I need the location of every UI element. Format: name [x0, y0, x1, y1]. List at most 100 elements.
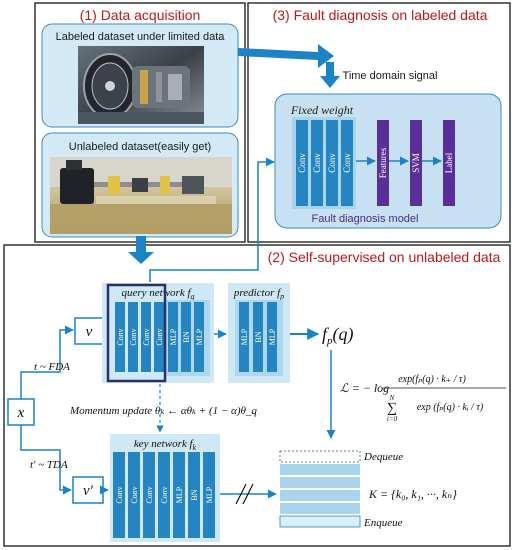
svm-label: SVM	[411, 153, 421, 173]
acquisition-section-title: (1) Data acquisition	[80, 7, 201, 23]
fault-conv-label-3: Conv	[327, 153, 337, 173]
query-conv-label-1: Conv	[116, 328, 125, 345]
key-network-title: key network fk	[134, 438, 197, 452]
predictor-block-1	[239, 302, 249, 372]
encoder-highlight-box	[106, 283, 167, 383]
contrastive-loss-formula: ℒ = − log exp(fₚ(q) · k₊ / τ) N ∑ i=0 ex…	[340, 374, 506, 423]
x-to-v-path	[20, 325, 74, 399]
labeled-dataset-label: Labeled dataset under limited data	[56, 31, 226, 43]
vprime-node-label: v′	[83, 483, 94, 499]
v-node-label: v	[86, 324, 93, 340]
x-to-vprime-path	[20, 425, 72, 495]
selfsup-section-frame	[3, 244, 511, 547]
query-to-fault-model-link	[149, 157, 275, 282]
queue-slot-1	[280, 464, 360, 475]
query-head-block-3	[194, 302, 204, 372]
query-conv-block-2	[128, 302, 138, 372]
test-bench-image	[50, 157, 232, 234]
queue-dequeue-slot	[279, 450, 361, 463]
prediction-output: fp(q)	[322, 324, 354, 347]
query-conv-block-3	[141, 302, 151, 372]
time-domain-signal-label: Time domain signal	[343, 70, 438, 82]
fault-conv-block-3	[326, 120, 338, 206]
predictor-stack: MLP BN MLP	[239, 302, 277, 372]
query-conv-label-4: Conv	[155, 328, 164, 345]
fault-section-frame	[247, 2, 511, 243]
key-block-3	[143, 452, 155, 538]
queue-formula: K = {k₀, k₁, ···, kₙ}	[368, 487, 457, 501]
key-block-6	[188, 452, 200, 538]
query-head-label-2: BN	[182, 331, 191, 342]
query-head-block-2	[181, 302, 191, 372]
labeled-to-model-arrow	[238, 44, 334, 68]
key-block-5	[173, 452, 185, 538]
augment-top-label: t ~ FDA	[34, 361, 70, 373]
fault-conv-label-4: Conv	[342, 153, 352, 173]
key-label-5: MLP	[175, 486, 184, 503]
predictor-block-3	[267, 302, 277, 372]
unlabeled-to-selfsup-arrow	[128, 236, 154, 264]
query-conv-label-3: Conv	[142, 328, 151, 345]
svm-block	[410, 120, 422, 206]
stop-gradient-mark-2	[242, 483, 254, 505]
loss-denominator: exp (fₚ(q) · kᵢ / τ)	[417, 402, 484, 413]
query-network-title: query network fq	[121, 287, 194, 301]
features-label: Features	[378, 147, 388, 178]
turbofan-engine-image	[78, 46, 204, 124]
fault-conv-stack: Conv Conv Conv Conv	[296, 120, 353, 206]
query-head-label-3: MLP	[195, 328, 204, 345]
label-block	[443, 120, 455, 206]
loss-sum-top: N	[389, 394, 395, 402]
queue-slot-4	[280, 503, 360, 514]
predictor-label-3: MLP	[268, 328, 277, 345]
key-label-1: Conv	[115, 486, 124, 503]
fault-conv-block-2	[311, 120, 323, 206]
dequeue-label: Dequeue	[363, 451, 403, 463]
query-conv-label-2: Conv	[129, 328, 138, 345]
loss-numerator: exp(fₚ(q) · k₊ / τ)	[398, 374, 466, 385]
predictor-label-1: MLP	[240, 328, 249, 345]
key-label-7: MLP	[205, 486, 214, 503]
key-block-7	[203, 452, 215, 538]
unlabeled-dataset-label: Unlabeled dataset(easily get)	[69, 141, 211, 153]
key-block-2	[128, 452, 140, 538]
fault-section-title: (3) Fault diagnosis on labeled data	[273, 7, 488, 23]
vprime-node	[72, 476, 104, 504]
queue-slot-2	[280, 477, 360, 488]
fault-conv-label-2: Conv	[312, 153, 322, 173]
augment-bottom-label: t′ ~ TDA	[30, 459, 68, 471]
down-arrow-into-model	[320, 62, 340, 88]
fault-conv-block-1	[296, 120, 308, 206]
query-conv-stack: Conv Conv Conv Conv	[115, 302, 164, 372]
key-label-3: Conv	[145, 486, 154, 503]
key-queue	[279, 450, 361, 528]
momentum-update-label: Momentum update θₖ ← αθₖ + (1 − α)θ_q	[69, 405, 257, 417]
loss-lhs: ℒ = − log	[340, 381, 389, 395]
fixed-weight-label: Fixed weight	[290, 103, 354, 117]
key-label-4: Conv	[160, 486, 169, 503]
queue-slot-3	[280, 490, 360, 501]
v-node	[74, 317, 104, 345]
predictor-block-2	[253, 302, 263, 372]
queue-enqueue-slot	[279, 515, 361, 528]
loss-sum-bottom: i=0	[387, 415, 398, 423]
key-block-1	[113, 452, 125, 538]
query-conv-block-4	[154, 302, 164, 372]
query-head-block-1	[168, 302, 178, 372]
fault-model-name: Fault diagnosis model	[311, 213, 418, 225]
query-head-label-1: MLP	[169, 328, 178, 345]
key-label-2: Conv	[130, 486, 139, 503]
x-node-label: x	[17, 405, 25, 421]
fault-conv-label-1: Conv	[297, 153, 307, 173]
query-conv-block-1	[115, 302, 125, 372]
key-network-stack: Conv Conv Conv Conv MLP BN MLP	[113, 452, 215, 538]
features-block	[377, 120, 389, 206]
predictor-title: predictor fp	[233, 287, 284, 301]
label-block-text: Label	[444, 152, 454, 173]
selfsup-section-title: (2) Self-supervised on unlabeled data	[268, 249, 501, 265]
loss-sum-sign: ∑	[387, 401, 397, 416]
stop-gradient-mark-1	[235, 483, 247, 505]
query-head-stack: MLP BN MLP	[168, 302, 204, 372]
key-label-6: BN	[190, 489, 199, 500]
fault-conv-block-4	[341, 120, 353, 206]
